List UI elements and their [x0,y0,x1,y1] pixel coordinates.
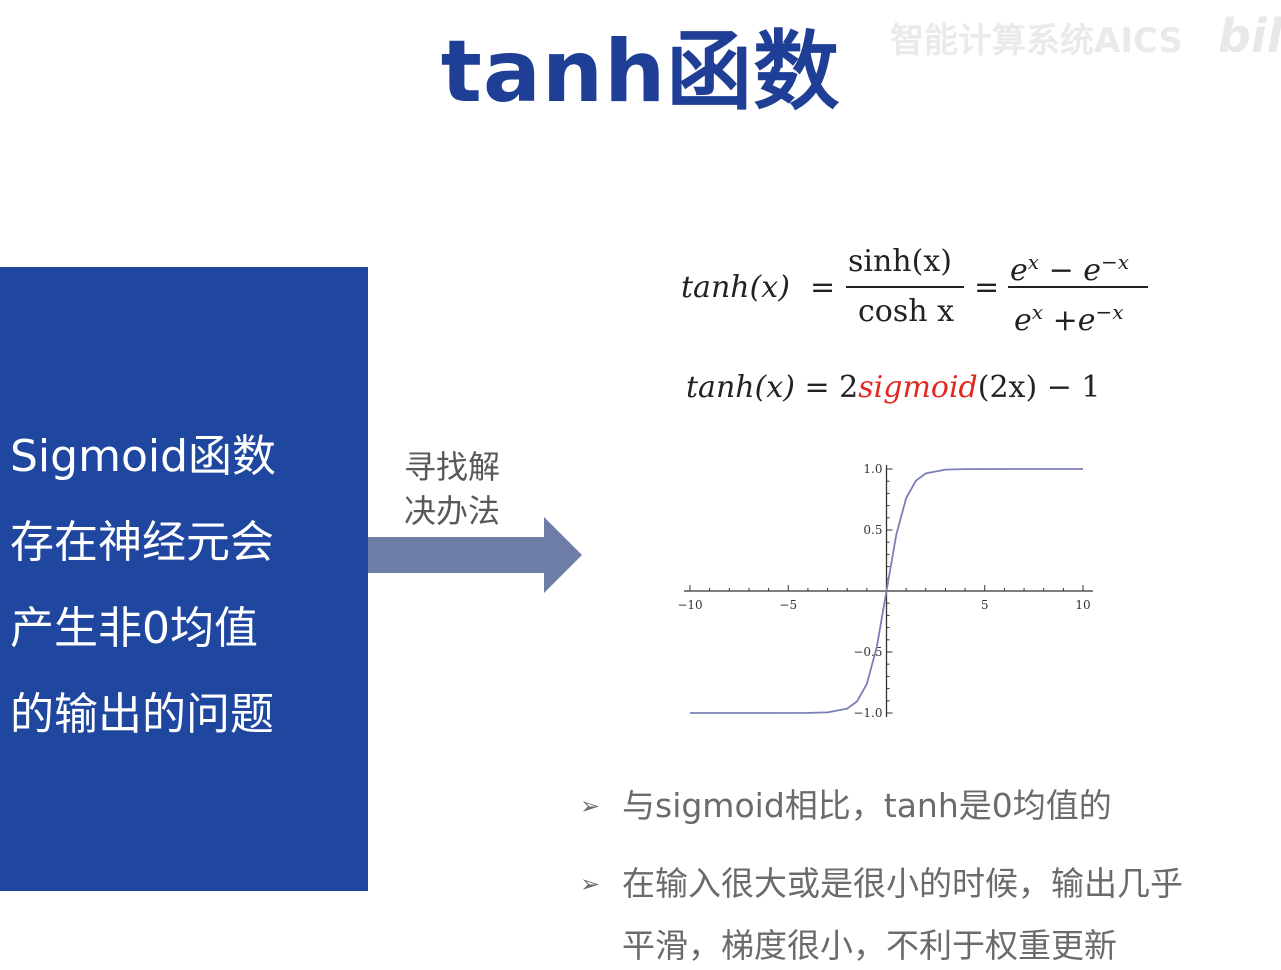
x-tick-label: 10 [1075,598,1090,612]
problem-line-1: Sigmoid函数 [10,431,277,482]
bullet-text-2b: 平滑，梯度很小，不利于权重更新 [622,926,1117,965]
bullet-text-1: 与sigmoid相比，tanh是0均值的 [622,786,1112,825]
formula1-eq: = [810,270,836,305]
problem-line-2: 存在神经元会 [10,517,274,568]
formula1-frac1-denominator: cosh x [858,294,955,329]
right-arrow-icon [368,517,582,593]
tanh-curve [690,468,1083,714]
formula1-frac1-bar [846,286,964,288]
arrow-label-line-2: 决办法 [404,492,501,530]
problem-line-4: 的输出的问题 [10,689,274,740]
arrow-label-line-1: 寻找解 [404,448,501,486]
x-tick-label: 5 [981,598,989,612]
formula1-eq2: = [974,270,1000,305]
formula1-frac2-bar [1008,286,1148,288]
watermark-text: 智能计算系统AICS [890,21,1184,61]
x-tick-label: −10 [677,598,702,612]
bullet-marker-2: ➢ [580,870,601,898]
formula1-frac2-denominator: ex +e−x [1014,300,1124,338]
formula1-frac2-numerator: ex − e−x [1010,250,1130,288]
slide-title: tanh函数 [440,22,841,122]
y-tick-label: −1.0 [853,706,882,720]
problem-panel: Sigmoid函数 存在神经元会 产生非0均值 的输出的问题 [0,267,368,891]
bullet-text-2a: 在输入很大或是很小的时候，输出几乎 [622,864,1183,903]
y-tick-label: 0.5 [863,523,882,537]
bilibili-logo: bili [1218,9,1281,63]
formula1-lhs: tanh(x) [681,270,790,305]
bullet-marker-1: ➢ [580,792,601,820]
y-tick-label: −0.5 [853,645,882,659]
y-tick-label: 1.0 [863,462,882,476]
problem-line-3: 产生非0均值 [10,603,258,654]
tanh-plot: −10 −5 5 10 1.0 0.5 −0.5 −1.0 [677,462,1093,720]
x-tick-label: −5 [779,598,797,612]
formula1-frac1-numerator: sinh(x) [848,244,952,279]
tanh-formula-sigmoid: tanh(x) = 2sigmoid(2x) − 1 [686,370,1101,405]
